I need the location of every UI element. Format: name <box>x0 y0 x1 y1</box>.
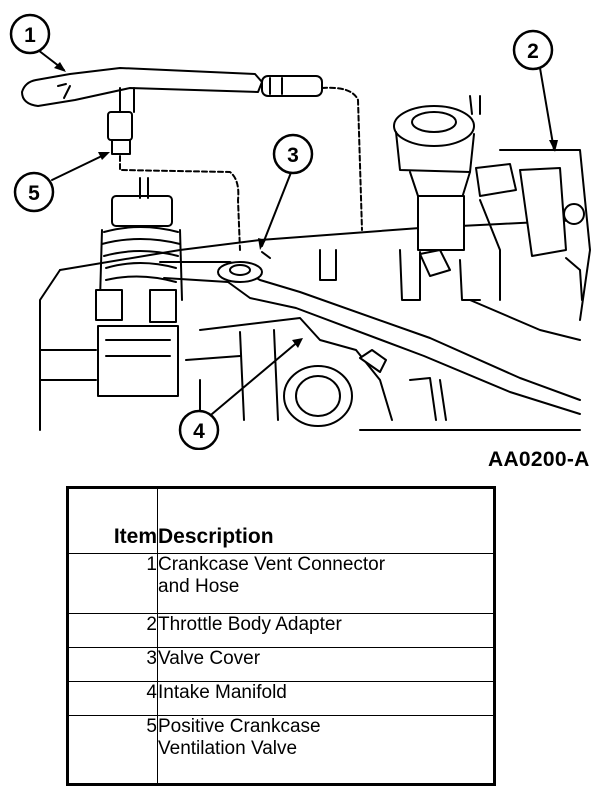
callout-arrowheads <box>54 62 558 348</box>
item-number: 3 <box>67 647 158 682</box>
item-number: 5 <box>67 715 158 785</box>
valve-cover <box>59 219 581 415</box>
callout-1: 1 <box>9 13 51 55</box>
description-line: Intake Manifold <box>158 682 287 703</box>
table-row: 1 Crankcase Vent Connector and Hose <box>67 553 495 614</box>
description-line: Positive Crankcase <box>158 716 321 737</box>
intake-manifold <box>39 249 581 431</box>
callout-5: 5 <box>13 171 55 213</box>
item-description: Crankcase Vent Connector and Hose <box>157 553 495 614</box>
item-number: 2 <box>67 613 158 648</box>
description-line: Ventilation Valve <box>158 738 298 759</box>
table-row: 4 Intake Manifold <box>67 681 495 716</box>
figure-id: AA0200-A <box>488 448 590 471</box>
legend-table: Item Description 1 Crankcase Vent Connec… <box>66 486 496 786</box>
legend-header-row: Item Description <box>67 487 495 554</box>
table-row: 2 Throttle Body Adapter <box>67 613 495 648</box>
crankcase-vent-hose <box>21 67 363 251</box>
callout-4: 4 <box>178 409 220 450</box>
throttle-body-adapter <box>393 95 591 321</box>
item-description: Positive Crankcase Ventilation Valve <box>157 715 495 785</box>
description-line: Crankcase Vent Connector <box>158 554 386 575</box>
callout-3: 3 <box>272 133 314 175</box>
svg-text:4: 4 <box>193 420 205 443</box>
item-number: 1 <box>67 553 158 614</box>
pcv-valve <box>95 177 183 397</box>
table-row: 3 Valve Cover <box>67 647 495 682</box>
header-description: Description <box>157 487 495 554</box>
item-description: Intake Manifold <box>157 681 495 716</box>
header-item: Item <box>67 487 158 554</box>
engine-illustration: 1 2 3 4 5 <box>9 13 591 450</box>
table-row: 5 Positive Crankcase Ventilation Valve <box>67 715 495 785</box>
description-line: Throttle Body Adapter <box>158 614 342 635</box>
svg-text:3: 3 <box>287 144 299 167</box>
svg-text:2: 2 <box>527 40 539 63</box>
description-line: and Hose <box>158 576 240 597</box>
svg-text:5: 5 <box>28 182 40 205</box>
item-number: 4 <box>67 681 158 716</box>
callout-leaders <box>37 49 555 415</box>
description-line: Valve Cover <box>158 648 261 669</box>
item-description: Valve Cover <box>157 647 495 682</box>
svg-text:1: 1 <box>24 24 36 47</box>
item-description: Throttle Body Adapter <box>157 613 495 648</box>
callout-2: 2 <box>512 29 554 71</box>
